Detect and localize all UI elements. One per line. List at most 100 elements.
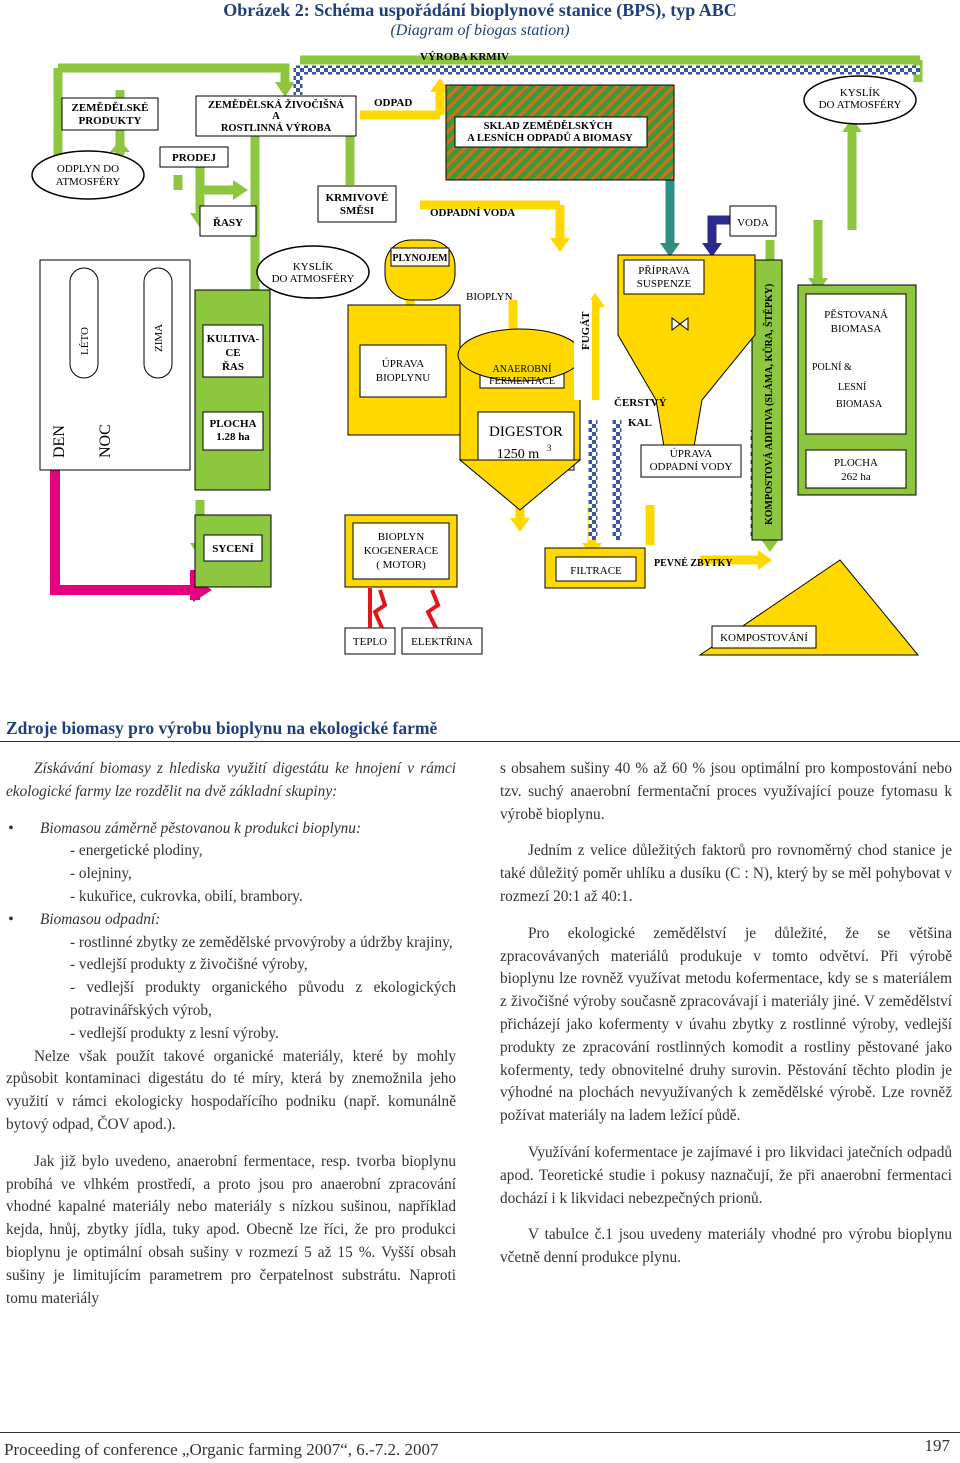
- svg-text:PŘÍPRAVA: PŘÍPRAVA: [638, 265, 690, 277]
- svg-text:KRMIVOVÉ: KRMIVOVÉ: [326, 192, 389, 204]
- digestor-volume: 1250 m: [497, 447, 540, 462]
- svg-text:A: A: [272, 111, 280, 122]
- label-leto: LÉTO: [79, 327, 91, 355]
- section-rule: [0, 741, 960, 742]
- svg-text:BIOMASA: BIOMASA: [836, 399, 883, 410]
- list-item: - rostlinné zbytky ze zemědělské prvovýr…: [70, 933, 453, 951]
- page-number: 197: [924, 1436, 951, 1455]
- list-item: - vedlejší produkty z lesní výroby.: [70, 1024, 279, 1042]
- digestor-cone: [458, 459, 582, 511]
- svg-text:FERMENTACE: FERMENTACE: [489, 376, 555, 387]
- magenta-flows: [50, 460, 200, 600]
- svg-text:KYSLÍK: KYSLÍK: [840, 87, 880, 99]
- kompost-aditiva-bar: [751, 259, 783, 541]
- digestor-label: DIGESTOR: [489, 424, 563, 440]
- list-item: - kukuřice, cukrovka, obilí, brambory.: [70, 887, 303, 905]
- bullet-1-label: Biomasou záměrně pěstovanou k produkci b…: [6, 818, 456, 841]
- svg-text:ANAEROBNÍ: ANAEROBNÍ: [493, 363, 553, 375]
- svg-text:( MOTOR): ( MOTOR): [376, 559, 426, 571]
- label-vyroba-krmiv: VÝROBA KRMIV: [420, 51, 509, 63]
- kultivace-panel: [194, 289, 271, 491]
- paragraph: Pro ekologické zemědělství je důležité, …: [500, 924, 952, 1125]
- svg-text:BIOPLYN: BIOPLYN: [466, 291, 513, 303]
- left-column: Získávání biomasy z hlediska využití dig…: [6, 758, 456, 1310]
- footer-text: Proceeding of conference „Organic farmin…: [4, 1440, 439, 1459]
- svg-text:PLOCHA: PLOCHA: [209, 418, 256, 430]
- svg-text:BIOPLYNU: BIOPLYNU: [376, 372, 431, 384]
- svg-text:ZEMĚDĚLSKÁ ŽIVOČIŠNÁ: ZEMĚDĚLSKÁ ŽIVOČIŠNÁ: [208, 98, 344, 111]
- list-item: - vedlejší produkty organického původu z…: [70, 979, 456, 1019]
- footer-rule: [0, 1432, 960, 1433]
- svg-text:CE: CE: [225, 347, 240, 359]
- label-den: DEN: [51, 425, 68, 458]
- svg-text:SKLAD ZEMĚDĚLSKÝCH: SKLAD ZEMĚDĚLSKÝCH: [484, 120, 613, 132]
- svg-text:BIOMASA: BIOMASA: [831, 323, 882, 335]
- svg-text:ELEKTŘINA: ELEKTŘINA: [411, 636, 473, 648]
- box-zemedelske-produkty: [61, 97, 159, 131]
- list-item: - vedlejší produkty z živočišné výroby,: [70, 956, 308, 974]
- svg-text:ODPAD: ODPAD: [374, 97, 412, 109]
- teal-arrowhead: [660, 243, 680, 257]
- svg-text:PLYNOJEM: PLYNOJEM: [392, 253, 448, 264]
- paragraph: Jak již bylo uvedeno, anaerobní fermenta…: [6, 1152, 456, 1307]
- list-item: - olejniny,: [70, 865, 132, 883]
- svg-text:ŘASY: ŘASY: [213, 217, 243, 229]
- svg-text:KOMPOSTOVÁNÍ: KOMPOSTOVÁNÍ: [720, 632, 808, 644]
- label-kompostova-aditiva: KOMPOSTOVÁ ADITIVA (SLÁMA, KŮRA, ŠTĚPKY): [762, 284, 775, 525]
- paragraph: Nelze však použít takové organické mater…: [6, 1047, 456, 1133]
- box-zem-vyroba: [195, 95, 357, 137]
- paragraph: Jedním z velice důležitých faktorů pro r…: [500, 842, 952, 905]
- svg-text:262 ha: 262 ha: [841, 471, 871, 483]
- svg-text:FILTRACE: FILTRACE: [570, 565, 622, 577]
- intro-paragraph: Získávání biomasy z hlediska využití dig…: [6, 760, 456, 800]
- svg-text:SYCENÍ: SYCENÍ: [212, 543, 254, 555]
- svg-text:PEVNÉ ZBYTKY: PEVNÉ ZBYTKY: [654, 557, 733, 569]
- label-zima: ZIMA: [153, 324, 165, 352]
- svg-text:DO ATMOSFÉRY: DO ATMOSFÉRY: [272, 273, 355, 285]
- svg-text:TEPLO: TEPLO: [353, 636, 387, 648]
- svg-text:KYSLÍK: KYSLÍK: [293, 261, 333, 273]
- bullet-2-label: Biomasou odpadní:: [6, 909, 456, 932]
- svg-text:1.28 ha: 1.28 ha: [216, 431, 250, 443]
- svg-text:ODPADNÍ VODY: ODPADNÍ VODY: [650, 461, 733, 473]
- svg-text:ZEMĚDĚLSKÉ: ZEMĚDĚLSKÉ: [71, 102, 148, 114]
- paragraph: s obsahem sušiny 40 % až 60 % jsou optim…: [500, 760, 952, 823]
- svg-text:3: 3: [547, 443, 552, 453]
- elektrina-box: [401, 627, 483, 655]
- section-title: Zdroje biomasy pro výrobu bioplynu na ek…: [6, 718, 438, 738]
- svg-text:ROSTLINNÁ VÝROBA: ROSTLINNÁ VÝROBA: [221, 122, 332, 134]
- label-noc: NOC: [97, 424, 114, 458]
- biogas-station-diagram: VÝROBA KRMIV ZEMĚDĚLSKÉ PRODUKTY ZEMĚDĚL…: [31, 51, 923, 656]
- svg-text:BIOPLYN: BIOPLYN: [378, 531, 425, 543]
- navy-arrowhead: [702, 243, 722, 257]
- cloud-kyslik-top: [803, 75, 917, 125]
- svg-text:ODPLYN DO: ODPLYN DO: [57, 163, 119, 175]
- box-sklad: [445, 84, 675, 181]
- box-voda: [729, 205, 777, 237]
- svg-text:VODA: VODA: [737, 217, 769, 229]
- svg-text:LESNÍ: LESNÍ: [838, 381, 867, 393]
- svg-text:ŘAS: ŘAS: [222, 361, 244, 373]
- box-prodej: [159, 146, 229, 168]
- list-item: - energetické plodiny,: [70, 842, 203, 860]
- svg-text:PRODEJ: PRODEJ: [172, 152, 217, 164]
- leto-bar: [69, 267, 99, 379]
- svg-text:KAL: KAL: [628, 417, 652, 429]
- svg-text:PĚSTOVANÁ: PĚSTOVANÁ: [824, 309, 888, 321]
- figure-title: Obrázek 2: Schéma uspořádání bioplynové …: [223, 0, 737, 20]
- right-column: s obsahem sušiny 40 % až 60 % jsou optim…: [500, 758, 952, 1270]
- paragraph: V tabulce č.1 jsou uvedeny materiály vho…: [500, 1226, 952, 1267]
- svg-text:ODPADNÍ VODA: ODPADNÍ VODA: [430, 207, 515, 219]
- svg-text:KOGENERACE: KOGENERACE: [364, 545, 439, 557]
- svg-text:ATMOSFÉRY: ATMOSFÉRY: [56, 176, 121, 188]
- svg-text:A LESNÍCH ODPADŮ A BIOMASY: A LESNÍCH ODPADŮ A BIOMASY: [467, 131, 633, 144]
- zima-bar: [143, 267, 173, 379]
- fugat-bar: [574, 300, 592, 400]
- label-fugat: FUGÁT: [580, 311, 592, 350]
- svg-text:ÚPRAVA: ÚPRAVA: [382, 358, 424, 370]
- cloud-kyslik-mid: [256, 245, 370, 299]
- paragraph: Využívání kofermentace je zajímavé i pro…: [500, 1143, 952, 1207]
- svg-text:PRODUKTY: PRODUKTY: [79, 115, 142, 127]
- svg-text:KULTIVA-: KULTIVA-: [207, 333, 260, 345]
- svg-text:ÚPRAVA: ÚPRAVA: [670, 448, 712, 460]
